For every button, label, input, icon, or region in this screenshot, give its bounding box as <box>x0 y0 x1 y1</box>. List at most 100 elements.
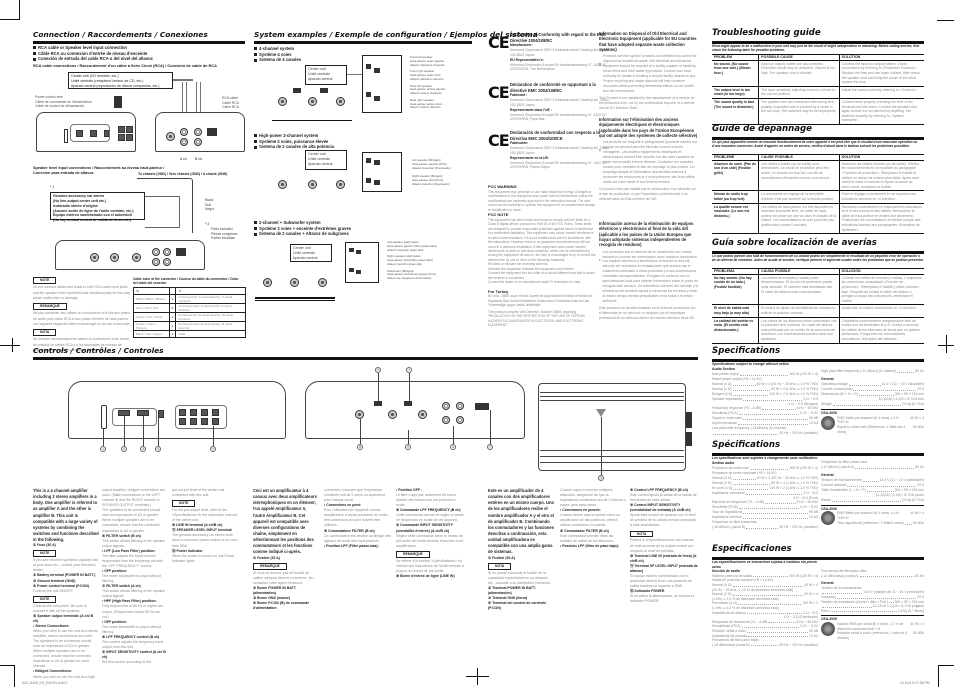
remarque-tag: REMARQUE <box>253 562 287 570</box>
footer-timestamp: 10.10.8 5:17:08 PM <box>900 681 930 685</box>
leader-line <box>124 416 125 446</box>
crop-mark-tl-h <box>0 19 20 20</box>
speaker-level-connector-icon <box>176 248 186 256</box>
callout-11: ⑪ <box>487 444 493 450</box>
spec-row: Réponse en fréquence (+0, –3 dB)5 Hz ~ 5… <box>712 500 818 505</box>
divider <box>255 300 335 301</box>
crop-mark-bl-v <box>14 665 15 687</box>
crop-mark-bc-h <box>466 676 489 677</box>
bch-label: B ch <box>195 157 202 161</box>
spec-row: Taille d'installation (L × H × P)300 × 5… <box>821 487 924 492</box>
bullet: RCA cable or Speaker level input connect… <box>33 45 153 51</box>
leader-line <box>453 426 454 444</box>
power-batt-terminal <box>118 410 130 416</box>
terminal-icon <box>76 130 83 137</box>
divider <box>272 120 352 121</box>
note-tag: NOTE <box>33 277 57 285</box>
nota-tag: NOTA <box>488 562 512 570</box>
channel-block <box>374 160 380 165</box>
specifications-fr-title: Spécifications <box>712 440 781 450</box>
two-ch-sub-bullets: 2-channel + Subwoofer system Système 2 v… <box>254 220 351 237</box>
knob-icon <box>278 97 287 106</box>
crop-mark-tl-v <box>19 0 20 20</box>
spec-row: Frecuencia del filtro paso bajos <box>712 638 759 643</box>
footer-file-name: KAC-8405_KE_EnFrEs.indd 2 <box>22 681 68 685</box>
table-row: Black / Noir / Negro■GND <box>133 330 246 339</box>
rca-jack-icon <box>194 138 202 146</box>
rca-cable-label: RCA cable Câble RCA Cable RCA <box>222 96 239 110</box>
spec-row: (-12 dB/oct.) (canal A)80 Hz <box>821 464 924 469</box>
filter-switch-icon <box>404 401 412 406</box>
spec-row: RMS Watts par channel @ 4 ohms, ≤ 1% THD… <box>837 511 924 521</box>
channel-block <box>366 178 371 183</box>
terminal-icon <box>118 134 125 141</box>
channel-block <box>366 64 371 69</box>
speaker-label: Left speaker (High pass)Haut-parleur gau… <box>387 240 437 252</box>
spec-row: Puenteado (4 Ω)130 W × 2 <box>712 601 818 606</box>
spec-row: RMS Watts per channel @ 4 ohms, ≤ 1% THD… <box>837 415 924 425</box>
specifications-es-right: Frecuencia del filtro paso altos (-12 dB… <box>821 569 924 640</box>
cea-2006-box: CEA-2006 Valores RMS por canal @ 4 ohms,… <box>821 615 924 640</box>
troubleshooting-es-rule <box>712 251 924 254</box>
side-connector-icon <box>686 432 692 446</box>
troubleshooting-fr-intro: Ce qui peut apparaître comme un mauvais … <box>712 140 918 149</box>
table-row: La qualité sonore est mauvaise. (Le son … <box>712 203 924 235</box>
ach-label: A ch <box>180 157 187 161</box>
crop-mark-bl-h <box>0 665 15 666</box>
heatsink-line <box>540 456 684 457</box>
specifications-es-left: Las especificaciones se encuentran sujet… <box>712 560 818 647</box>
spec-row: 4 Ω ~ 8 Ω (Pont) <box>793 495 818 500</box>
table-row: Green / Vert / Verde■B channel left / B … <box>133 312 246 323</box>
callout-3: ③ <box>140 446 146 452</box>
controls-es-col3: ⑧ Control LPF FREQUENCY (B ch) Este cont… <box>630 488 698 604</box>
spec-row: (-12 dB/octava) (canal A)80 Hz <box>821 573 924 578</box>
speaker-label: Left speaker (Bridged)Haut-parleur gauch… <box>412 158 451 170</box>
system-examples-rule <box>254 41 472 44</box>
rca-jack-icon <box>180 128 188 136</box>
cea-logo-icon <box>821 415 835 430</box>
troubleshooting-fr-title: Guide de dépannage <box>712 124 813 134</box>
fuse-icon <box>101 405 107 429</box>
spec-row: Normal (4 Ω)40 W × 4 (20 Hz ~ 20 kHz, ≤ … <box>712 381 818 386</box>
table-row: The sound quality is bad. (The sound is … <box>712 98 924 125</box>
table-row: El nivel de salida está muy bajo (o muy … <box>712 304 924 318</box>
crossed-bin-icon <box>599 149 601 152</box>
speaker-terminal <box>201 409 208 416</box>
nota-tag: NOTA <box>630 530 654 538</box>
callout-8: ⑧ <box>357 444 363 450</box>
note-tag: NOTE <box>33 550 57 558</box>
gnd-terminal <box>137 410 149 416</box>
spec-row: Sensibilidad (RCA)0,2V ~ 5,0V <box>712 624 818 629</box>
speaker-label: Right speaker (Bridged)Haut-parleur droi… <box>412 174 450 186</box>
knob-icon <box>308 97 317 106</box>
spec-row: Fréquence du filtre passe-haut <box>821 460 867 464</box>
controls-fr-col1: Ceci est un amplificateur à 4 canaux ave… <box>253 488 317 610</box>
channel-block <box>366 158 371 163</box>
specifications-es-rule <box>712 557 924 560</box>
channel-block <box>374 96 380 101</box>
specifications-en-right: High pass filter frequency (-12 dB/oct) … <box>821 369 924 435</box>
speaker-label: Right speaker (High pass)Haut-parleur dr… <box>387 254 433 266</box>
leader-line <box>601 417 602 475</box>
rca-heading: RCA cable connections / Raccordement d'u… <box>33 63 217 68</box>
crossed-bin-icon <box>599 258 601 261</box>
channel-block <box>349 268 354 272</box>
rca-jack-icon <box>456 402 464 410</box>
spec-row: Bridged (4 Ω)130 W × 2 (1 kHz, ≤ 1.0 % T… <box>712 391 818 396</box>
rca-wire <box>182 82 183 122</box>
spec-row: Salida de potencia nominal (+B = 14,4V) <box>712 578 773 583</box>
heatsink-line <box>540 450 684 451</box>
rca-jack-icon <box>163 258 171 266</box>
spec-row: 4 Ω ~ 8 Ω (Bridged) <box>788 401 818 406</box>
spec-row: Normal (2 Ω)60 W × 4 (1 kHz, ≤ 1.0 % THD… <box>712 386 818 391</box>
